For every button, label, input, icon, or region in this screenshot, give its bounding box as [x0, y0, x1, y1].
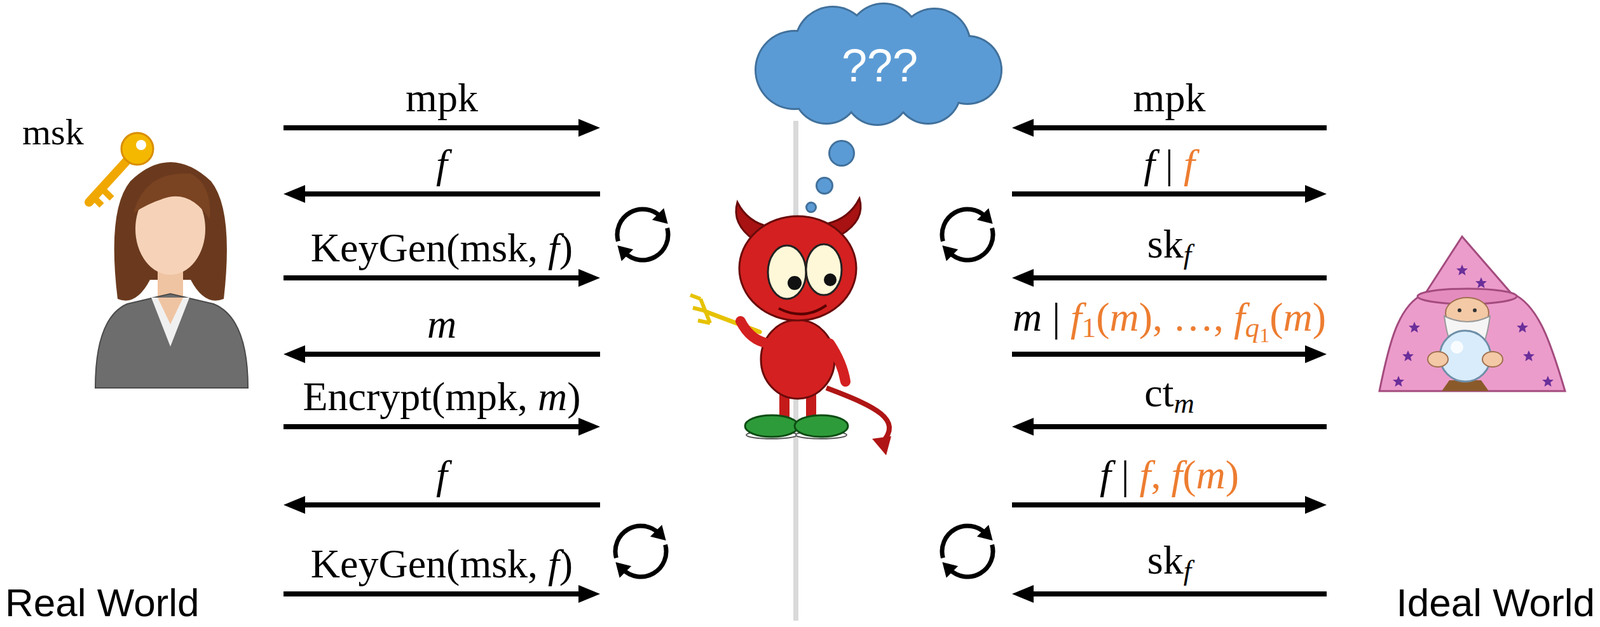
label-run: f — [1139, 451, 1152, 498]
thought-cloud — [756, 4, 1001, 212]
adversary-panel: ??? — [600, 0, 1012, 627]
label-run: f — [1099, 451, 1112, 498]
simulator-panel: Ideal World — [1326, 0, 1600, 627]
repeat-symbol — [615, 209, 993, 577]
message-arrow — [305, 351, 601, 357]
message-arrow — [1011, 502, 1306, 508]
label-run: mpk — [405, 75, 479, 121]
label-run: f — [436, 451, 448, 498]
label-run: q — [1245, 311, 1260, 344]
message-label: f — [436, 452, 448, 498]
label-run: KeyGen(msk, — [310, 225, 548, 271]
label-run: f — [436, 141, 448, 187]
label-run: f — [547, 540, 560, 587]
message-arrow — [283, 125, 579, 131]
label-run: | — [1041, 294, 1071, 340]
challenger-panel: mskReal World — [0, 0, 284, 627]
thought-text: ??? — [841, 40, 918, 91]
message-label: mpk — [1133, 75, 1206, 121]
label-run: ( — [1269, 294, 1283, 340]
label-run: KeyGen(msk, — [310, 540, 548, 587]
label-run: ) — [559, 540, 573, 587]
label-run: ) — [559, 225, 573, 271]
label-run: ) — [1225, 451, 1239, 498]
message-label: Encrypt(mpk, m) — [302, 374, 581, 419]
message-arrow — [1011, 351, 1306, 357]
label-run: , — [1150, 451, 1171, 498]
key-icon — [88, 132, 154, 206]
message-label: skf — [1147, 221, 1192, 271]
label-run: mpk — [1133, 75, 1206, 121]
label-run: f — [1143, 141, 1156, 187]
label-run: ct — [1144, 369, 1174, 416]
label-run: f — [1070, 294, 1082, 340]
simulator-figure — [1379, 236, 1566, 391]
label-run: f — [1183, 554, 1192, 587]
label-run: f — [1170, 451, 1183, 498]
label-run: ), …, — [1139, 294, 1234, 340]
label-run: f — [1183, 238, 1192, 271]
label-run: ( — [1182, 451, 1196, 498]
label-run: f — [1183, 141, 1196, 187]
label-run: m — [427, 301, 457, 347]
label-run: 1 — [1081, 311, 1096, 344]
label-run: ) — [1312, 294, 1327, 340]
label-run: m — [1012, 294, 1042, 340]
message-arrow — [283, 275, 579, 281]
message-arrow — [1033, 275, 1327, 281]
label-run: sk — [1147, 221, 1184, 267]
message-arrow — [305, 191, 601, 197]
thought-cloud-outline — [754, 2, 1003, 213]
message-label: m | f1(m), …, fq1(m) — [1012, 294, 1327, 347]
message-label: f | f, f(m) — [1099, 452, 1239, 498]
world-label: Real World — [5, 581, 200, 625]
message-label: ctm — [1144, 370, 1195, 419]
message-arrow — [1033, 423, 1327, 430]
label-run: m — [537, 373, 568, 419]
label-run: f — [547, 225, 560, 271]
message-arrow — [1033, 125, 1327, 131]
challenger-figure — [95, 162, 248, 388]
label-run: f — [1233, 294, 1246, 340]
message-arrow — [1033, 591, 1327, 597]
label-run: | — [1155, 141, 1184, 187]
message-label: f — [436, 141, 448, 187]
message-label: m — [427, 301, 457, 347]
message-label: KeyGen(msk, f) — [310, 225, 573, 271]
message-arrow — [305, 502, 601, 508]
message-label: skf — [1147, 537, 1192, 587]
label-run: m — [1109, 294, 1139, 340]
message-label: f | f — [1143, 141, 1195, 187]
label-run: | — [1111, 451, 1140, 498]
label-run: Encrypt(mpk, — [302, 373, 538, 419]
adversary-figure — [690, 198, 892, 456]
label-run: m — [1283, 294, 1313, 340]
label-run: sk — [1147, 537, 1184, 583]
message-label: KeyGen(msk, f) — [310, 541, 573, 587]
label-run: m — [1195, 451, 1225, 498]
label-run: ( — [1095, 294, 1110, 340]
key-label: msk — [22, 111, 84, 153]
label-run: m — [1173, 387, 1194, 419]
label-run: 1 — [1259, 323, 1270, 347]
message-arrow — [283, 423, 579, 430]
world-label: Ideal World — [1396, 581, 1595, 625]
label-run: ) — [567, 373, 581, 419]
message-arrow — [1011, 191, 1306, 197]
message-label: mpk — [405, 75, 479, 121]
message-arrow — [283, 591, 579, 597]
